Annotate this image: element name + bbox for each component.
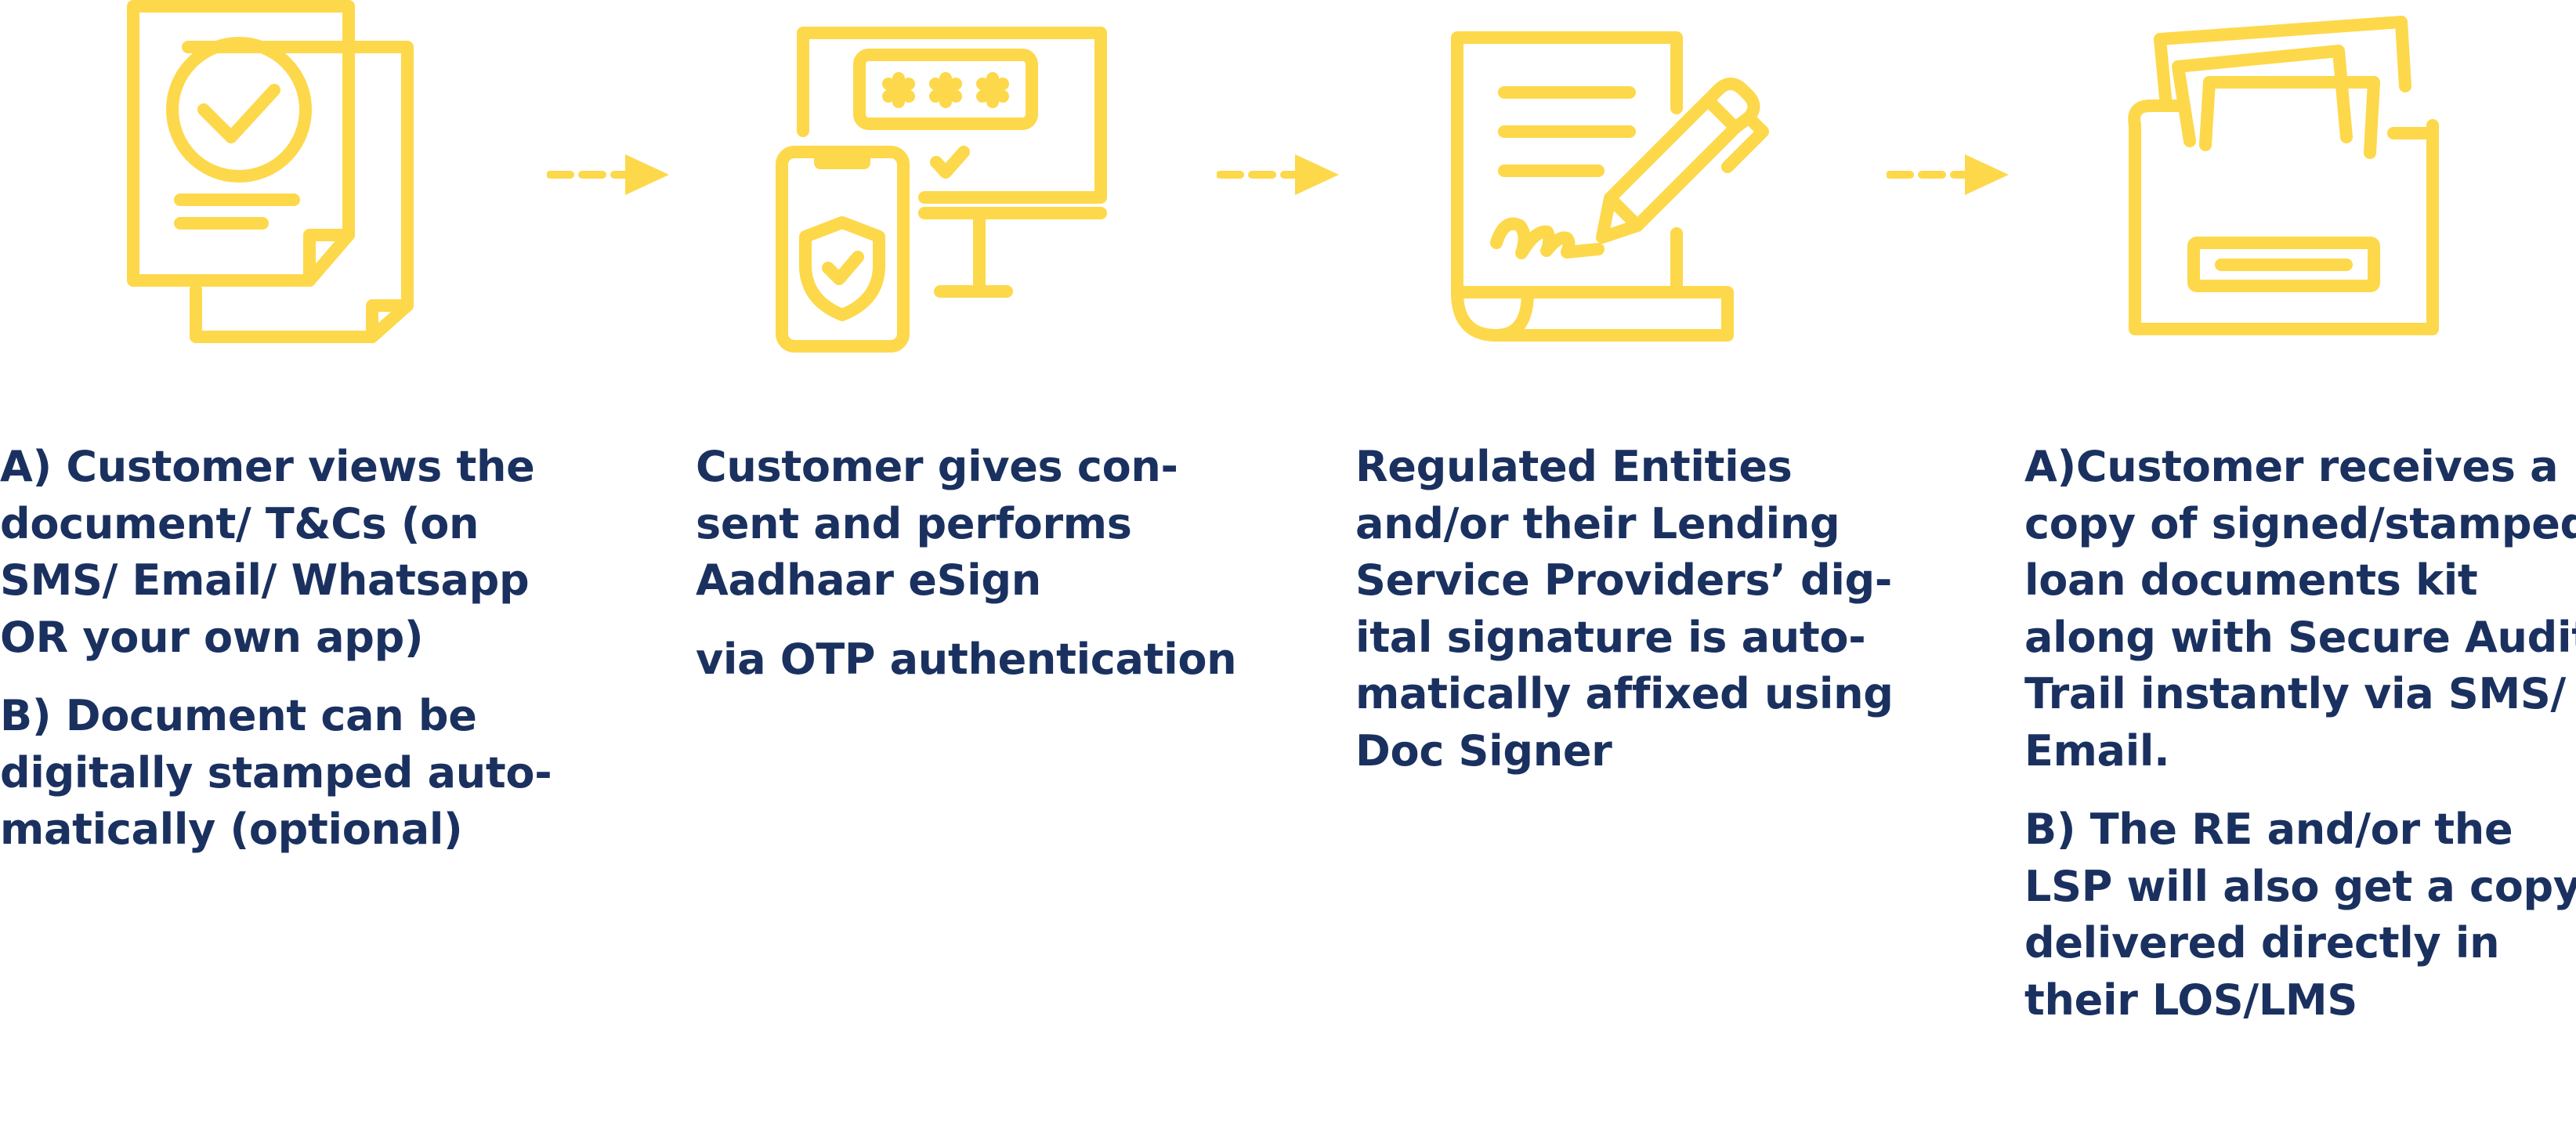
document-folder-icon [2119, 16, 2448, 345]
step-2-para-b: via OTP authentication [696, 634, 1237, 684]
step-1-para-a: A) Customer views the document/ T&Cs (on… [0, 442, 535, 662]
step-1-para-b: B) Document can be digitally stamped aut… [0, 691, 552, 854]
step-2-text: Customer gives con- sent and performs Aa… [696, 439, 1237, 710]
step-4-para-a: A)Customer receives a copy of signed/sta… [2024, 442, 2576, 776]
step-3-text: Regulated Entities and/or their Lending … [1355, 439, 1894, 801]
arrow-right-icon [546, 151, 672, 201]
otp-phone-monitor-icon [772, 17, 1109, 354]
arrow-right-icon [1216, 151, 1342, 201]
step-1-text: A) Customer views the document/ T&Cs (on… [0, 439, 552, 881]
document-check-icon [118, 0, 423, 345]
contract-signature-icon [1442, 30, 1786, 343]
step-4-text: A)Customer receives a copy of signed/sta… [2024, 439, 2576, 1051]
arrow-right-icon [1886, 151, 2012, 201]
step-3-para-a: Regulated Entities and/or their Lending … [1355, 442, 1894, 776]
step-4-para-b: B) The RE and/or the LSP will also get a… [2024, 805, 2576, 1025]
step-2-para-a: Customer gives con- sent and performs Aa… [696, 442, 1178, 605]
